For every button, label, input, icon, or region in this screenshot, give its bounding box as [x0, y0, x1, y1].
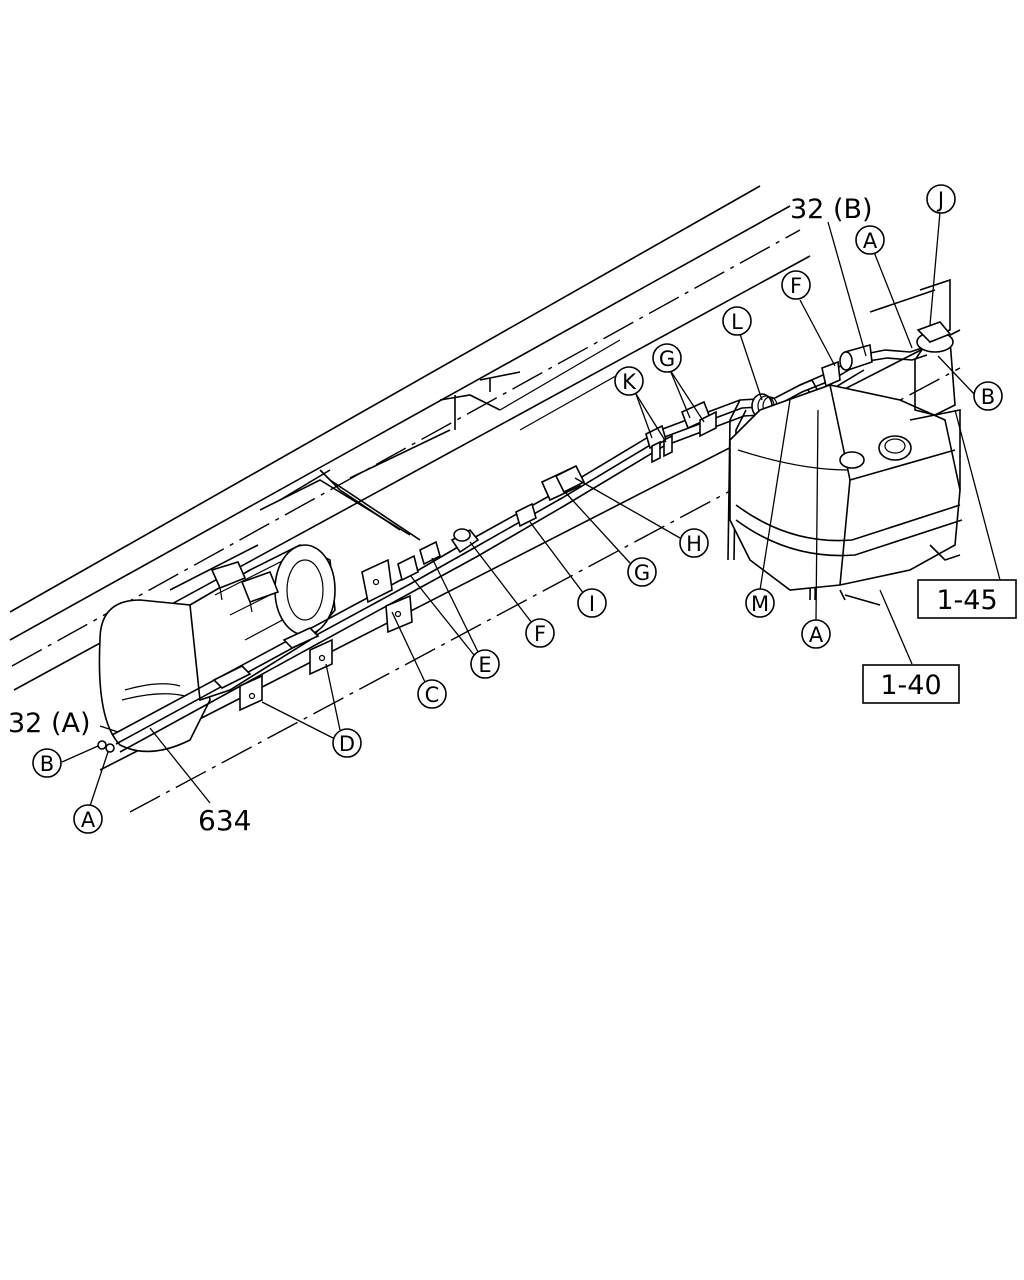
- callout-a-top: A: [855, 225, 885, 255]
- ref-box-1-45: 1-45: [917, 579, 1017, 619]
- label-32b: 32 (B): [790, 194, 873, 225]
- callout-b-left: B: [32, 748, 62, 778]
- callout-h-label: H: [686, 532, 702, 556]
- callout-e: E: [470, 649, 500, 679]
- callout-l-label: L: [731, 310, 743, 334]
- callout-e-label: E: [478, 653, 491, 677]
- label-32a: 32 (A): [8, 708, 90, 739]
- callout-c: C: [417, 679, 447, 709]
- callout-a-left: A: [73, 804, 103, 834]
- ref-box-1-40-label: 1-40: [880, 670, 941, 701]
- callout-b-right: B: [973, 381, 1003, 411]
- callout-l: L: [722, 306, 752, 336]
- callout-g-low: G: [627, 557, 657, 587]
- callout-d-label: D: [339, 732, 355, 756]
- callout-g-low-label: G: [634, 561, 650, 585]
- callout-a-right-label: A: [809, 623, 824, 647]
- transmission-assembly: [98, 479, 411, 753]
- callout-g-high-label: G: [659, 347, 675, 371]
- callout-m-label: M: [751, 592, 769, 616]
- callout-j: J: [926, 184, 956, 214]
- callout-f-high: F: [781, 270, 811, 300]
- callout-k: K: [614, 366, 644, 396]
- callout-b-right-label: B: [981, 385, 995, 409]
- callout-g-high: G: [652, 343, 682, 373]
- callout-h: H: [679, 528, 709, 558]
- callout-f-high-label: F: [790, 274, 802, 298]
- callout-c-label: C: [425, 683, 440, 707]
- callout-f-low: F: [525, 618, 555, 648]
- leader-lines: [61, 211, 1001, 807]
- ref-box-1-40: 1-40: [862, 664, 960, 704]
- callout-a-right: A: [801, 619, 831, 649]
- callout-b-left-label: B: [40, 752, 54, 776]
- callout-m: M: [745, 588, 775, 618]
- callout-a-top-label: A: [863, 229, 878, 253]
- callout-f-low-label: F: [534, 622, 546, 646]
- callout-j-label: J: [936, 188, 944, 212]
- ref-box-1-45-label: 1-45: [936, 585, 997, 616]
- callout-d: D: [332, 728, 362, 758]
- callout-i: I: [577, 588, 607, 618]
- label-634: 634: [198, 804, 251, 837]
- callout-a-left-label: A: [81, 808, 96, 832]
- callout-i-label: I: [589, 592, 595, 616]
- fuel-tank: [729, 321, 963, 606]
- callout-k-label: K: [622, 370, 637, 394]
- line-clips: [212, 343, 873, 712]
